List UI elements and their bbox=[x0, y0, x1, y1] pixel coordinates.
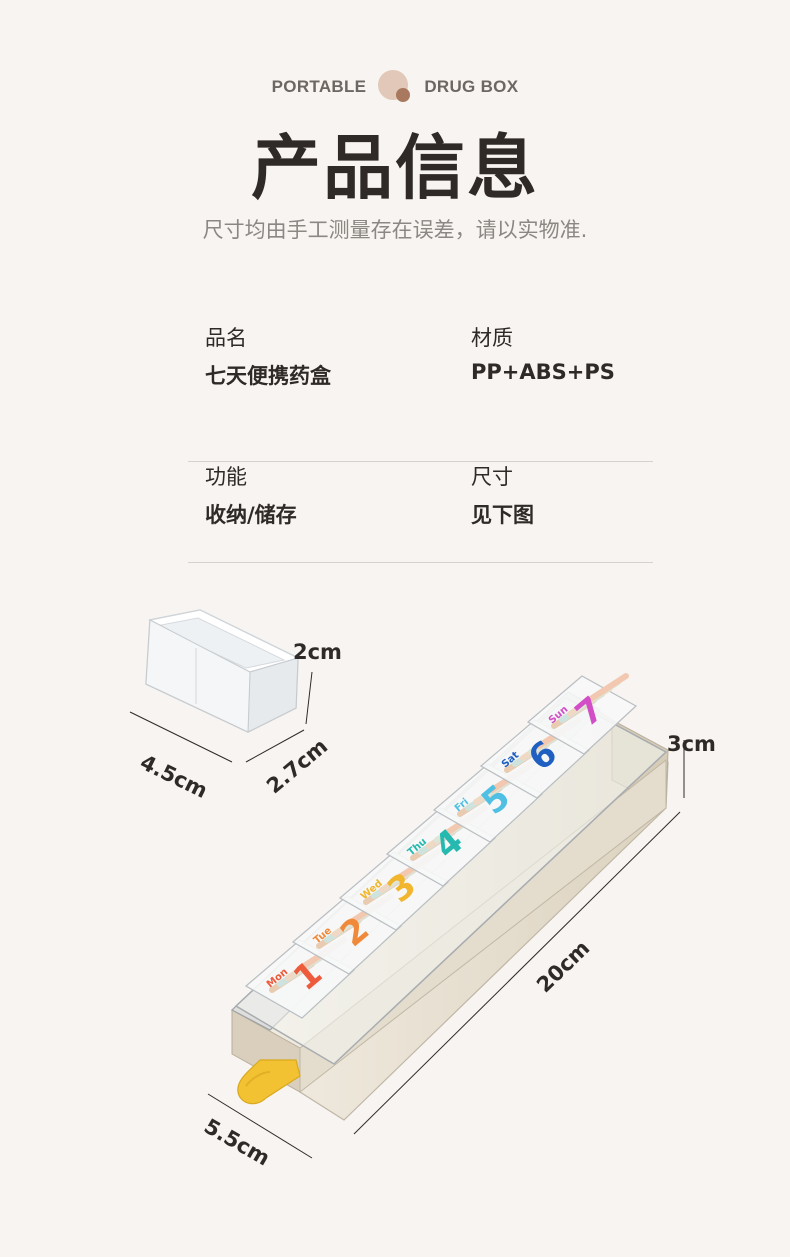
pill-mark bbox=[583, 673, 629, 705]
info-label: 功能 bbox=[205, 465, 247, 489]
info-row-2: 功能 收纳/储存 尺寸 见下图 bbox=[188, 461, 653, 563]
info-value: 收纳/储存 bbox=[205, 503, 297, 527]
info-value: 七天便携药盒 bbox=[205, 364, 331, 388]
tag-drug-box: DRUG BOX bbox=[424, 77, 519, 96]
header-tag: PORTABLE DRUG BOX bbox=[0, 70, 790, 104]
single-box bbox=[145, 609, 300, 733]
info-row-1: 品名 七天便携药盒 材质 PP+ABS+PS bbox=[188, 322, 653, 462]
info-label: 尺寸 bbox=[471, 465, 513, 489]
subtitle: 尺寸均由手工测量存在误差，请以实物准. bbox=[202, 218, 588, 242]
dim-small-height: 2cm bbox=[293, 640, 342, 664]
info-label: 材质 bbox=[471, 326, 513, 350]
info-value: PP+ABS+PS bbox=[471, 360, 615, 384]
page-title: 产品信息 bbox=[251, 127, 539, 209]
dots-decoration bbox=[374, 70, 414, 104]
pull-handle[interactable] bbox=[237, 1059, 301, 1105]
dot-small-icon bbox=[396, 88, 411, 102]
compartment-lid bbox=[526, 675, 638, 755]
dim-case-height: 3cm bbox=[667, 732, 716, 756]
tag-portable: PORTABLE bbox=[271, 77, 367, 96]
info-label: 品名 bbox=[205, 326, 247, 350]
info-value: 见下图 bbox=[471, 503, 534, 527]
